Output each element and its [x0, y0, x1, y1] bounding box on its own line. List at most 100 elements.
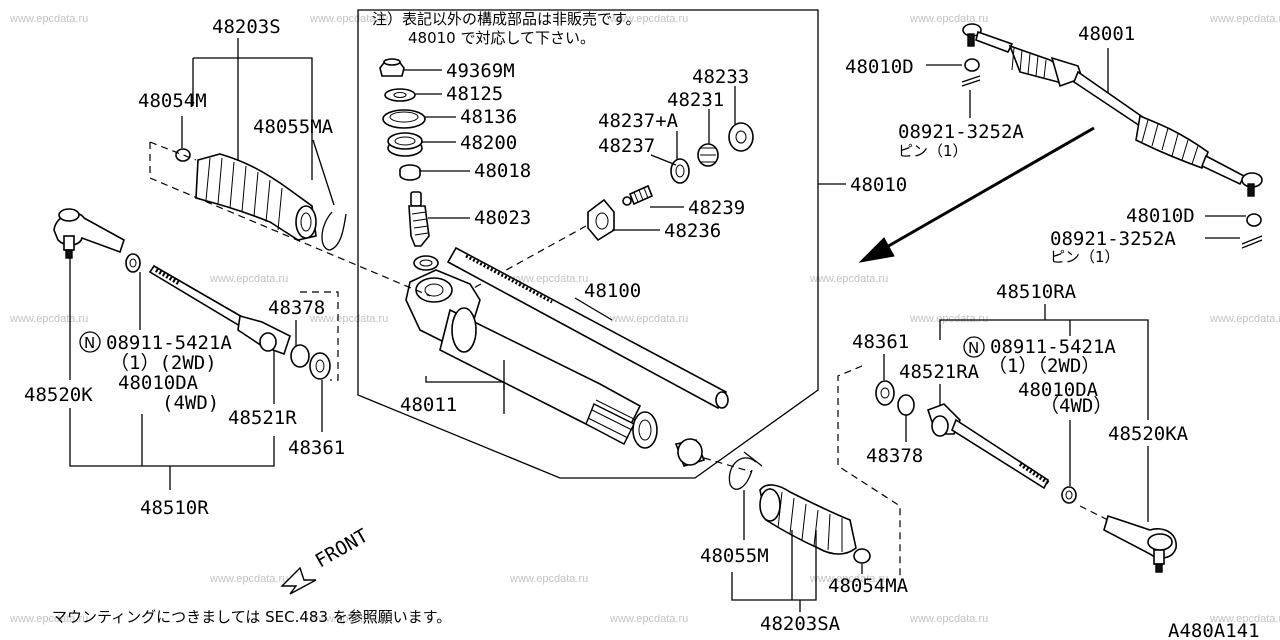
part-48378-left: [290, 344, 310, 368]
part-48361-right: [875, 380, 895, 406]
note-line-2: 48010 で対応して下さい。: [408, 29, 595, 47]
part-48010DA-right-nut: [1061, 486, 1077, 504]
figure-code: A480A141: [1168, 620, 1260, 640]
label-48055MA: 48055MA: [253, 116, 334, 138]
label-pin-top: ピン（1）: [898, 142, 968, 160]
leader-48203S-b: [193, 57, 313, 180]
assembly-frame: [357, 9, 819, 479]
mounting-note: マウンティングにつきましては SEC.483 を参照願います。: [52, 608, 451, 626]
label-48237: 48237: [598, 135, 655, 157]
label-48010DA-left: 48010DA: [118, 372, 199, 394]
watermark: www.epcdata.ru: [509, 273, 588, 285]
label-48231: 48231: [667, 89, 724, 111]
watermark: www.epcdata.ru: [909, 613, 988, 625]
watermark: www.epcdata.ru: [309, 313, 388, 325]
part-48010D-top: [964, 58, 980, 72]
label-48521R: 48521R: [228, 407, 297, 429]
label-48011: 48011: [400, 394, 457, 416]
watermark-layer: www.epcdata.ru www.epcdata.ru www.epcdat…: [9, 13, 1280, 625]
label-48521RA: 48521RA: [899, 361, 980, 383]
front-indicator: FRONT: [280, 525, 373, 595]
watermark: www.epcdata.ru: [609, 13, 688, 25]
watermark: www.epcdata.ru: [209, 273, 288, 285]
leader-48510R-frame: [69, 408, 275, 467]
part-48239: [622, 184, 654, 206]
part-48231: [697, 143, 719, 167]
part-bushing: [674, 438, 706, 467]
label-48510R: 48510R: [140, 497, 209, 519]
part-48018: [399, 164, 421, 181]
part-48378-right: [897, 394, 915, 416]
label-48203S: 48203S: [212, 16, 281, 38]
part-48521R-inner-rod: [148, 264, 291, 356]
leader-48237: [650, 154, 677, 166]
part-48054MA: [853, 548, 871, 564]
part-48055M: [728, 457, 757, 490]
leader-48055MA: [312, 139, 335, 206]
label-48001: 48001: [1078, 23, 1135, 45]
leader-48011-a: [425, 376, 505, 390]
note-line-1: 注）表記以外の構成部品は非販売です。: [372, 10, 641, 28]
part-48011-housing: [405, 255, 658, 449]
part-48520KA-tie-rod-end: [1103, 514, 1177, 573]
part-48200: [387, 132, 423, 157]
part-48055M-clip: [743, 451, 763, 467]
watermark: www.epcdata.ru: [9, 313, 88, 325]
part-48361-left: [309, 352, 331, 380]
label-48237A: 48237+A: [598, 110, 679, 132]
front-label: FRONT: [312, 525, 373, 573]
leader-48510RA-frame: [939, 319, 1149, 420]
part-49369M: [379, 58, 405, 77]
part-48237: [670, 158, 690, 184]
label-48361-left: 48361: [288, 437, 345, 459]
label-49369M: 49369M: [446, 60, 515, 82]
watermark: www.epcdata.ru: [509, 573, 588, 585]
part-48054M: [175, 148, 191, 162]
part-48010D-mid: [1246, 213, 1262, 227]
watermark: www.epcdata.ru: [309, 13, 388, 25]
dashed-left-lower: [300, 291, 339, 381]
label-48023: 48023: [474, 207, 531, 229]
label-pin-mid: ピン（1）: [1050, 248, 1120, 266]
label-48520K: 48520K: [24, 384, 93, 406]
part-48001-gear-assembly: [962, 23, 1263, 197]
label-48010D-mid: 48010D: [1126, 205, 1195, 227]
label-48054M: 48054M: [138, 90, 207, 112]
label-4wd-right: （4WD）: [1040, 395, 1112, 417]
label-08921-mid: 08921-3252A: [1050, 228, 1176, 250]
part-48100-rack: [446, 246, 729, 410]
watermark: www.epcdata.ru: [609, 313, 688, 325]
label-08911-left: 08911-5421A: [106, 332, 232, 354]
watermark: www.epcdata.ru: [309, 613, 388, 625]
label-48055M: 48055M: [700, 545, 769, 567]
label-1-2wd-right: （1）（2WD）: [988, 355, 1100, 377]
watermark: www.epcdata.ru: [909, 313, 988, 325]
label-48010DA-right: 48010DA: [1018, 379, 1099, 401]
n-symbol-left: N: [79, 331, 101, 353]
label-08911-right: 08911-5421A: [990, 336, 1116, 358]
label-48520KA: 48520KA: [1108, 423, 1189, 445]
dashed-right-tie: [1079, 505, 1109, 521]
label-48200: 48200: [460, 132, 517, 154]
direction-arrow: [858, 126, 1095, 263]
dashed-right-lower: [837, 365, 901, 576]
label-48203SA: 48203SA: [760, 613, 841, 635]
dashed-left-upper: [149, 142, 431, 297]
part-48521RA-inner-rod: [926, 403, 1052, 490]
part-48203SA-boot: [759, 484, 857, 555]
watermark: www.epcdata.ru: [209, 573, 288, 585]
watermark: www.epcdata.ru: [1209, 313, 1280, 325]
label-48018: 48018: [474, 160, 531, 182]
label-48239: 48239: [688, 197, 745, 219]
part-48125: [384, 88, 416, 102]
leader-48100: [574, 297, 613, 321]
watermark: www.epcdata.ru: [1209, 13, 1280, 25]
part-pin-mid: [1241, 235, 1263, 249]
label-48010D-top: 48010D: [845, 56, 914, 78]
watermark: www.epcdata.ru: [609, 613, 688, 625]
label-48378: 48378: [268, 297, 325, 319]
n-symbol-right: N: [963, 336, 985, 358]
dashed-right-boot: [703, 457, 753, 473]
part-48136: [382, 109, 426, 129]
